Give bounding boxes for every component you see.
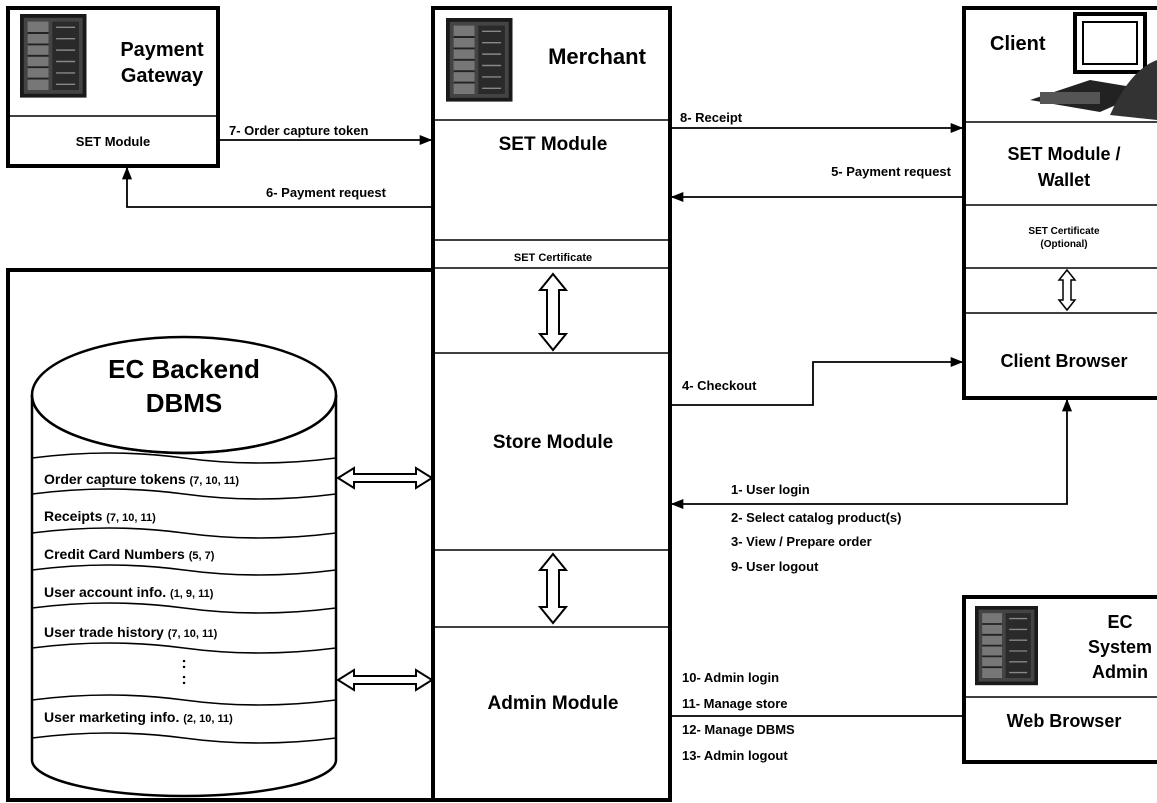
payment-gateway-box: Payment Gateway SET Module xyxy=(8,8,218,166)
admin-module: Admin Module xyxy=(488,693,619,714)
admin-title-1: EC xyxy=(1107,612,1132,632)
client-set-module-1: SET Module / xyxy=(1007,144,1120,164)
merchant-title: Merchant xyxy=(548,44,646,69)
flow-admin-step: 10- Admin login xyxy=(682,670,779,685)
admin-web-browser: Web Browser xyxy=(1007,711,1122,731)
payment-gateway-title-1: Payment xyxy=(120,39,204,61)
merchant-box: Merchant SET Module SET Certificate Stor… xyxy=(433,8,670,800)
dbms-container: EC Backend DBMS Order capture tokens (7,… xyxy=(8,270,433,800)
merchant-set-module: SET Module xyxy=(499,134,608,155)
dbms-title-2: DBMS xyxy=(146,388,223,418)
client-certificate-2: (Optional) xyxy=(1040,239,1087,250)
admin-title-2: System xyxy=(1088,637,1152,657)
server-rack-icon xyxy=(20,14,87,98)
merchant-set-certificate: SET Certificate xyxy=(514,252,592,264)
svg-text::: : xyxy=(181,655,186,672)
flow-admin-step: 13- Admin logout xyxy=(682,748,788,763)
dbms-row: : : xyxy=(181,655,186,688)
admin-title-3: Admin xyxy=(1092,662,1148,682)
flow-payment-request-gateway: 6- Payment request xyxy=(266,185,387,200)
admin-box: EC System Admin Web Browser xyxy=(964,597,1157,762)
client-box: Client SET Module / Wallet SET Certifica… xyxy=(964,8,1157,398)
flow-payment-request-client: 5- Payment request xyxy=(831,164,952,179)
flow-admin-step: 11- Manage store xyxy=(682,696,788,711)
flow-user-step: 2- Select catalog product(s) xyxy=(731,510,901,525)
flow-receipt: 8- Receipt xyxy=(680,110,743,125)
payment-gateway-title-2: Gateway xyxy=(121,65,204,87)
client-title: Client xyxy=(990,33,1046,55)
flow-user-step: 3- View / Prepare order xyxy=(731,534,872,549)
gateway-set-module: SET Module xyxy=(76,134,150,149)
server-rack-icon xyxy=(975,606,1038,685)
flow-order-capture-token: 7- Order capture token xyxy=(229,123,368,138)
client-set-module-2: Wallet xyxy=(1038,170,1090,190)
flow-user-step: 9- User logout xyxy=(731,559,819,574)
client-certificate-1: SET Certificate xyxy=(1028,226,1100,237)
dbms-title-1: EC Backend xyxy=(108,354,260,384)
client-browser: Client Browser xyxy=(1000,351,1127,371)
flow-admin-step: 12- Manage DBMS xyxy=(682,722,795,737)
flow-user-step: 1- User login xyxy=(731,482,810,497)
flow-checkout: 4- Checkout xyxy=(682,378,757,393)
svg-text::: : xyxy=(181,671,186,688)
server-rack-icon xyxy=(446,18,513,102)
store-module: Store Module xyxy=(493,432,613,453)
